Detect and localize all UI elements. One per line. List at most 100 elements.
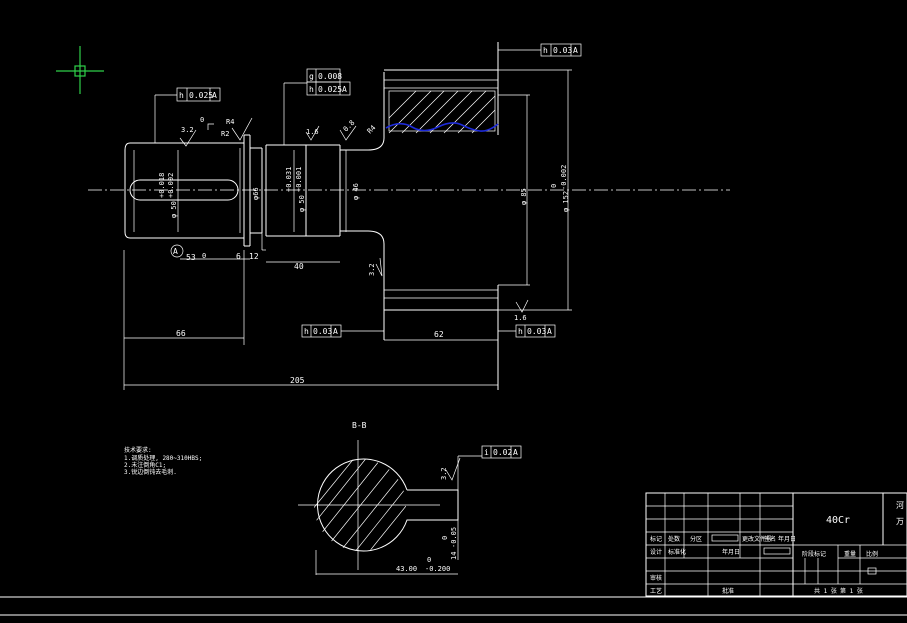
notes-line-1: 1.调质处理, 280~310HBS; [124,454,202,462]
crosshair-cursor-icon [56,46,104,94]
svg-text:设计: 设计 [650,548,662,556]
dim-66: 66 [176,329,186,338]
section-w-val: 14 [450,552,458,560]
gear-hatch-region [385,90,499,134]
dim-d46: φ 46 [352,183,360,200]
svg-text:A: A [333,327,338,336]
svg-text:g: g [309,72,314,81]
roughness-3-2-b: 3.2 [368,263,376,276]
gtol-frame-bottom-left: h 0.03 A [301,324,384,338]
svg-text:0.03: 0.03 [313,327,332,336]
svg-text:h: h [543,46,548,55]
svg-text:更改文件号: 更改文件号 [742,535,772,543]
svg-text:签名: 签名 [764,535,776,543]
svg-text:分区: 分区 [690,535,702,543]
roughness-1-6: 1.6 [306,128,319,136]
dim-d66: φ66 [252,187,260,200]
dimension-lines [123,69,572,390]
notes-line-2: 2.未注倒角C1; [124,461,166,469]
roughness-symbols: 3.2 0 R4 R2 1.6 0.8 R4 3.2 1.6 3.2 [179,116,529,481]
svg-text:A: A [342,85,347,94]
svg-text:A: A [547,327,552,336]
notes-title: 技术要求: [124,446,152,454]
technical-notes: 技术要求: 1.调质处理, 280~310HBS; 2.未注倒角C1; 3.锐边… [124,446,202,476]
gtol-frame-bottom-right: h 0.03 A [498,324,556,338]
svg-text:A: A [513,448,518,457]
dim-key-tol-top: +0.018 [158,173,166,198]
dim-d85: φ 85 [520,188,528,205]
svg-text:河: 河 [896,500,904,510]
svg-text:重量: 重量 [844,550,856,558]
svg-text:h: h [304,327,309,336]
svg-text:A: A [212,91,217,100]
svg-text:年月日: 年月日 [722,548,740,556]
svg-text:第 1 张: 第 1 张 [840,587,863,595]
dim-6: 6 [236,252,241,261]
title-block-texts: 40Cr 标记 处数 分区 更改文件号 签名 年月日 设计 标准化 年月日 阶段… [650,500,904,595]
section-depth-tol-top: 0 [427,556,431,564]
roughness-r2: R2 [221,130,229,138]
dim-53: 53 [186,253,196,262]
roughness-3-2: 3.2 [181,126,194,134]
dim-205: 205 [290,376,305,385]
dim-key-dia: φ 50 [170,201,178,218]
svg-text:h: h [179,91,184,100]
section-w-tol-top: 0 [441,536,449,540]
roughness-0-8: 0.8 [342,119,357,134]
svg-text:A: A [573,46,578,55]
roughness-r4-b: R4 [366,124,378,136]
svg-text:比例: 比例 [866,550,878,558]
roughness-1-6-b: 1.6 [514,314,527,322]
dim-12: 12 [249,252,259,261]
dim-62: 62 [434,330,444,339]
dim-key-tol-bot: +0.002 [167,173,175,198]
dim-d50-tol-top: +0.031 [285,167,293,192]
dim-40: 40 [294,262,304,271]
svg-text:0.02: 0.02 [493,448,512,457]
roughness-r4: R4 [226,118,234,126]
svg-text:0.03: 0.03 [527,327,546,336]
roughness-0: 0 [200,116,204,124]
svg-text:工艺: 工艺 [650,587,662,595]
roughness-3-2-c: 3.2 [440,467,448,480]
svg-text:h: h [309,85,314,94]
svg-text:0.025: 0.025 [189,91,213,100]
gtol-frame-mid-top: g 0.008 h 0.025 A [283,68,351,145]
svg-text:标准化: 标准化 [668,548,686,556]
title-block [645,492,907,597]
svg-text:处数: 处数 [668,535,680,543]
dim-d152-tol-top: 0 [550,184,558,188]
dim-d50: φ 50 [298,195,306,212]
svg-text:年月日: 年月日 [778,535,796,543]
svg-text:0.008: 0.008 [318,72,342,81]
gtol-frame-top-right: h 0.03 A [498,43,582,57]
dim-d152: φ 152 [562,191,570,212]
svg-text:0.03: 0.03 [553,46,572,55]
svg-text:h: h [518,327,523,336]
dimension-texts: 66 205 62 40 53 0 6 12 A +0.018 +0.002 φ… [158,165,570,385]
section-depth-tol-bot: -0.200 [425,565,450,573]
notes-line-3: 3.锐边倒钝去毛刺. [124,468,177,476]
dim-d50-tol-bot: +0.001 [295,167,303,192]
dim-d152-tol-bot: -0.002 [560,165,568,190]
svg-text:万: 万 [896,517,904,526]
section-dims: 0 -0.05 14 0 43.00 -0.200 [396,527,458,573]
gtol-frame-left-top: h 0.025 A [154,87,221,143]
svg-text:i: i [484,448,489,457]
section-w-tol-bot: -0.05 [450,527,458,548]
section-title: B-B [352,421,367,430]
section-view [298,440,482,575]
dim-0: 0 [202,252,206,260]
svg-text:批准: 批准 [722,587,734,595]
svg-text:审核: 审核 [650,574,662,582]
svg-text:共 1 张: 共 1 张 [814,587,837,595]
gtol-frame-section: i 0.02 A [481,445,522,459]
section-depth-val: 43.00 [396,565,417,573]
datum-circle [170,244,184,258]
svg-text:0.025: 0.025 [318,85,342,94]
svg-text:阶段标记: 阶段标记 [802,550,826,558]
svg-text:标记: 标记 [650,535,662,543]
material-label: 40Cr [826,515,850,526]
datum-a: A [173,247,178,256]
